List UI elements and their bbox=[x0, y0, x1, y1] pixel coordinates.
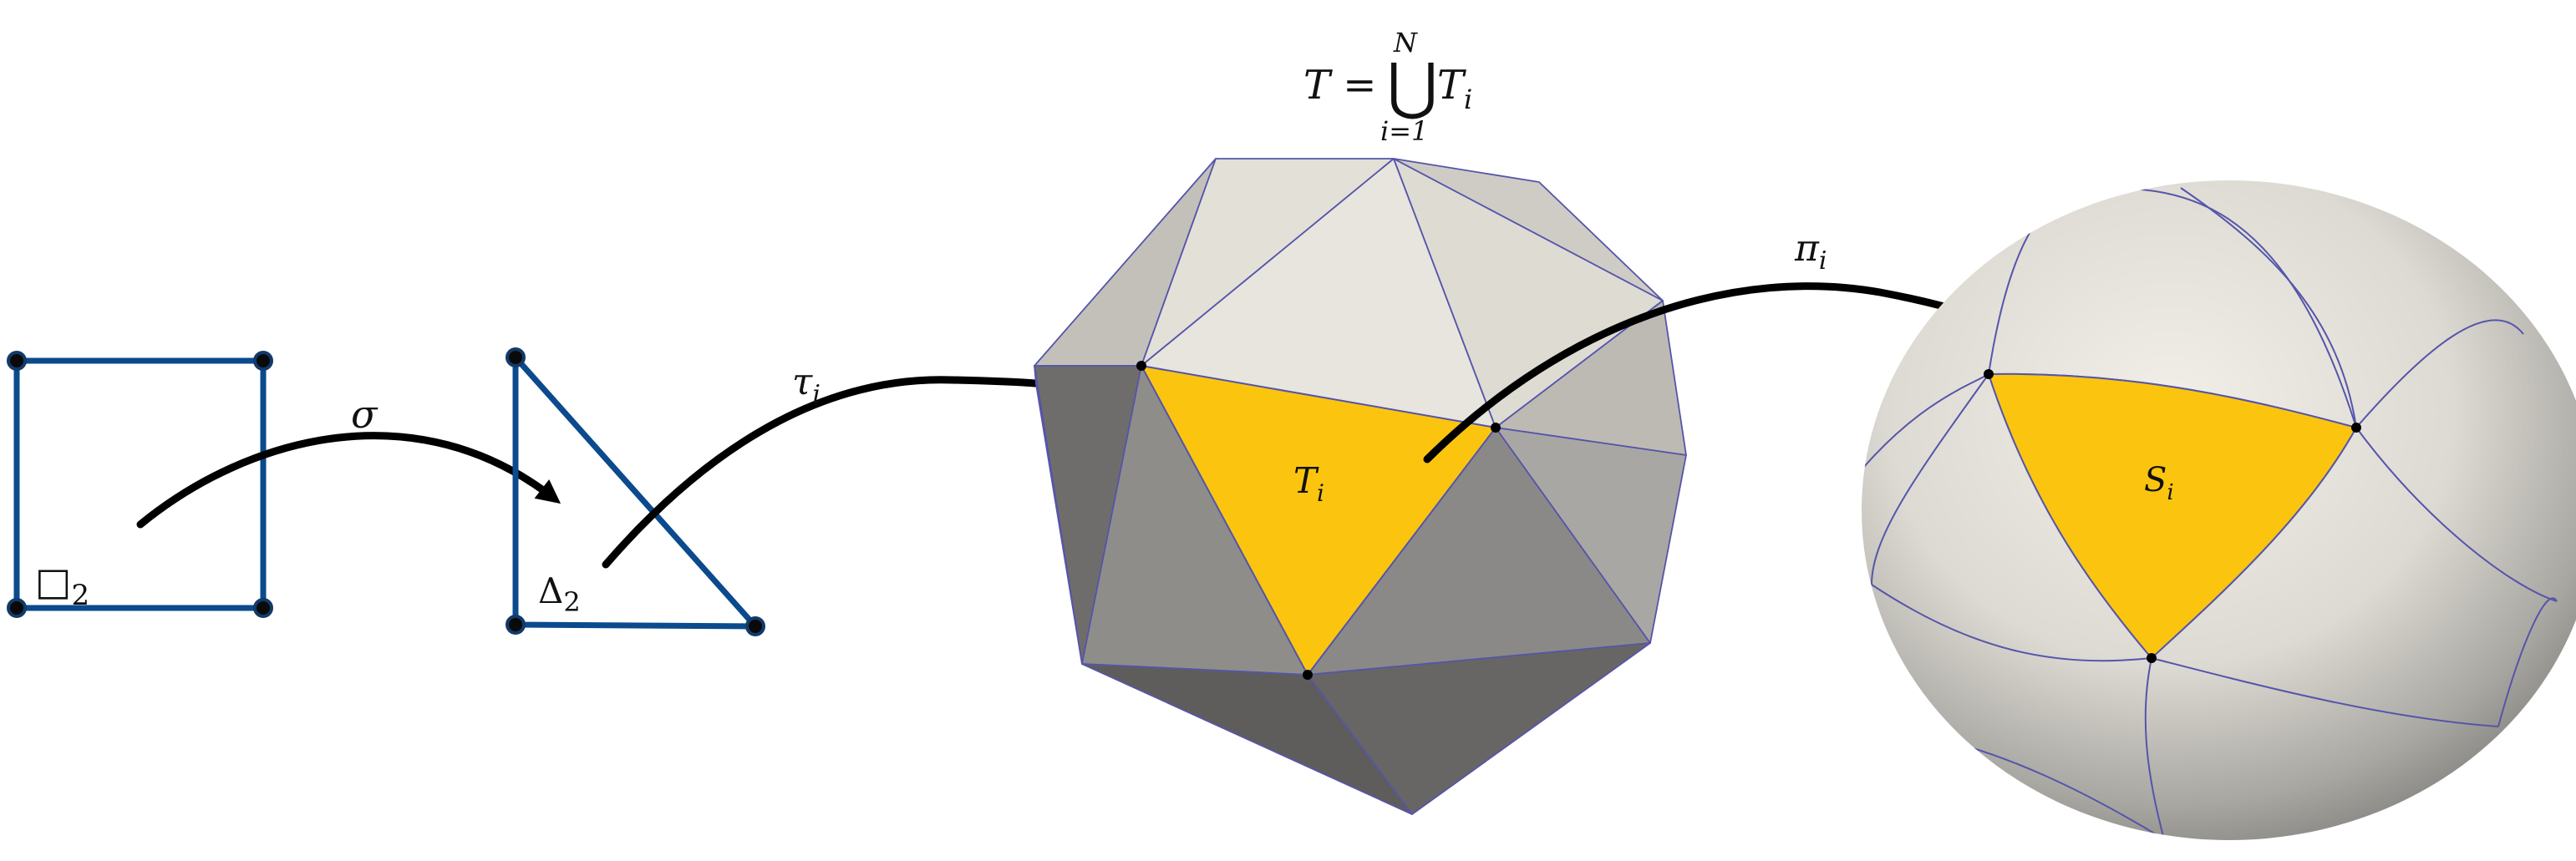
triangle-outline bbox=[512, 354, 759, 630]
union-operator: ⋃ bbox=[1387, 50, 1438, 122]
tau-label: τi bbox=[792, 361, 821, 409]
pi-label: πi bbox=[1794, 227, 1827, 276]
sigma-label: σ bbox=[351, 392, 379, 437]
Ti-label: Ti bbox=[1293, 460, 1324, 507]
union-formula: T = ⋃ N i=1 Ti bbox=[1303, 27, 1472, 147]
reference-square: □2 bbox=[7, 351, 273, 618]
mesh-vertex bbox=[1491, 423, 1501, 433]
highlighted-patch-Si bbox=[1987, 372, 2358, 660]
triangle-vertex bbox=[506, 615, 526, 635]
square-vertex bbox=[7, 598, 27, 618]
icosahedron-mesh: Ti bbox=[1034, 158, 1687, 815]
highlighted-triangle-Ti bbox=[1140, 364, 1497, 676]
sphere-vertex bbox=[2147, 653, 2157, 663]
mesh-vertex bbox=[1136, 361, 1146, 371]
square-label: □2 bbox=[35, 559, 89, 612]
sphere: Si bbox=[1862, 180, 2576, 840]
square-outline bbox=[13, 357, 267, 611]
mesh-vertex bbox=[1303, 670, 1313, 680]
triangle-vertex bbox=[506, 347, 526, 367]
sigma-arrow bbox=[136, 432, 561, 529]
union-upper-limit: N bbox=[1393, 27, 1418, 58]
triangle-vertex bbox=[745, 616, 765, 636]
square-vertex bbox=[253, 351, 273, 371]
sigma-map: σ bbox=[136, 392, 561, 529]
reference-triangle: Δ2 bbox=[506, 347, 765, 636]
sphere-vertex bbox=[1984, 369, 1994, 379]
sphere-vertex bbox=[2351, 423, 2361, 433]
square-vertex bbox=[7, 351, 27, 371]
union-lhs: T = bbox=[1303, 62, 1377, 109]
union-rhs: Ti bbox=[1437, 62, 1472, 115]
triangle-label: Δ2 bbox=[538, 570, 581, 618]
Si-label: Si bbox=[2144, 461, 2174, 505]
square-vertex bbox=[253, 598, 273, 618]
union-lower-limit: i=1 bbox=[1380, 115, 1428, 147]
